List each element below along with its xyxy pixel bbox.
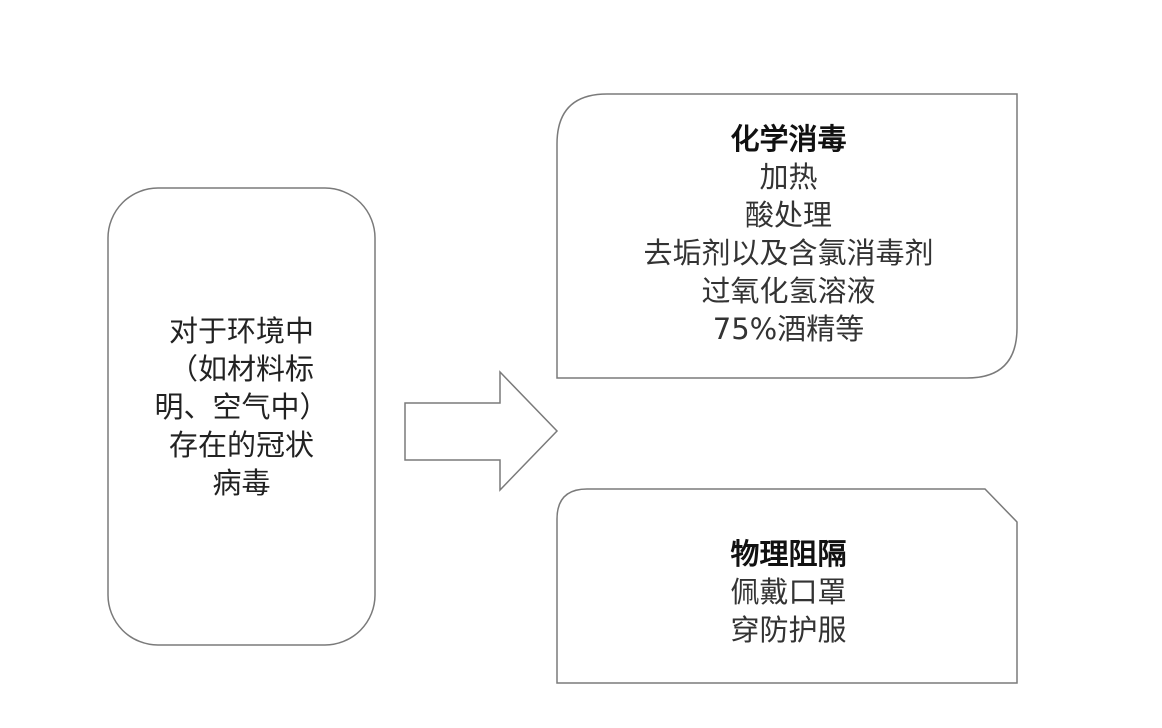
arrow-right-icon bbox=[404, 370, 559, 492]
source-line: 病毒 bbox=[212, 466, 271, 500]
source-line: （如材料标 bbox=[168, 352, 314, 386]
physical-box-shape bbox=[556, 488, 1018, 684]
source-line: 存在的冠状 bbox=[168, 428, 314, 462]
chemical-item: 去垢剂以及含氯消毒剂 bbox=[643, 236, 934, 270]
source-line: 对于环境中 bbox=[168, 314, 314, 348]
physical-item: 穿防护服 bbox=[730, 613, 847, 647]
chemical-item: 过氧化氢溶液 bbox=[701, 274, 876, 308]
physical-item: 佩戴口罩 bbox=[730, 575, 847, 609]
physical-title: 物理阻隔 bbox=[730, 537, 847, 571]
physical-box-text: 物理阻隔 佩戴口罩 穿防护服 bbox=[560, 535, 1017, 649]
source-box-shape bbox=[107, 187, 376, 646]
chemical-item: 75%酒精等 bbox=[712, 312, 865, 346]
chemical-item: 酸处理 bbox=[744, 198, 832, 232]
chemical-title: 化学消毒 bbox=[730, 122, 847, 156]
chemical-box-text: 化学消毒 加热 酸处理 去垢剂以及含氯消毒剂 过氧化氢溶液 75%酒精等 bbox=[560, 120, 1017, 348]
source-box-text: 对于环境中 （如材料标 明、空气中） 存在的冠状 病毒 bbox=[118, 312, 365, 502]
chemical-item: 加热 bbox=[759, 160, 818, 194]
chemical-box-shape bbox=[556, 93, 1018, 379]
source-line: 明、空气中） bbox=[154, 390, 329, 424]
